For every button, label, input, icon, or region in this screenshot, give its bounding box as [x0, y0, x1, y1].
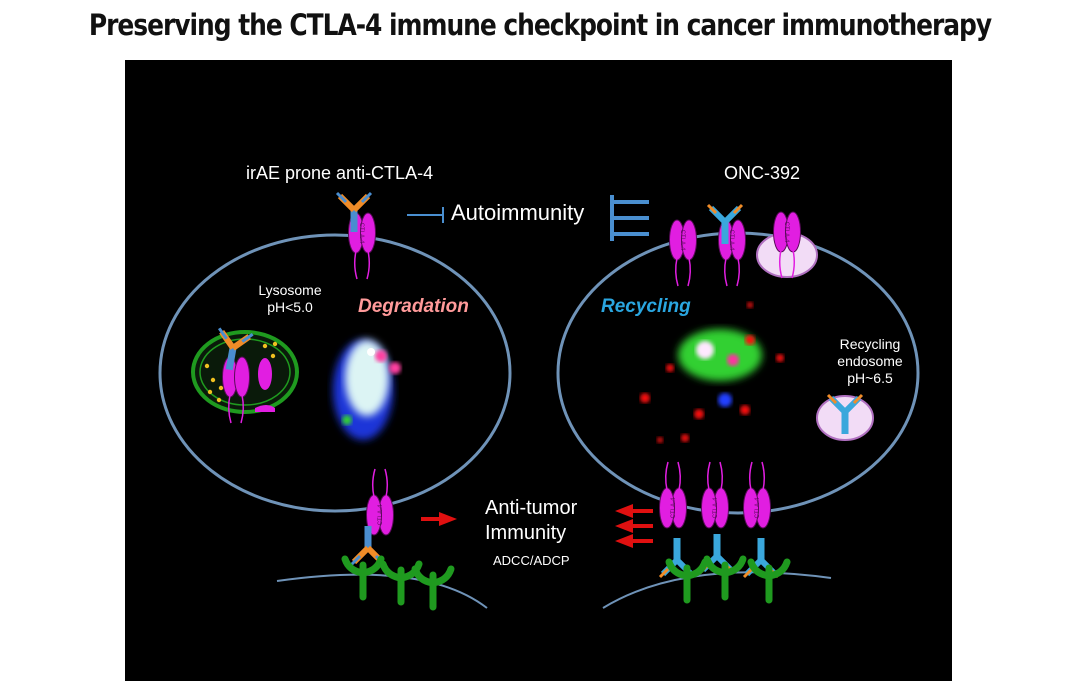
recycling-endosome-label: Recycling endosome pH~6.5: [825, 336, 915, 387]
adcc-adcp-label: ADCC/ADCP: [493, 553, 570, 568]
lysosome-content: [204, 328, 278, 424]
inhibit-symbol-left: [407, 207, 444, 223]
autoimmunity-label: Autoimmunity: [451, 200, 585, 225]
recycling-endosome: [816, 395, 874, 441]
ctla4-label: CTLA-4: [755, 497, 761, 518]
irae-antibody-label: irAE prone anti-CTLA-4: [246, 163, 434, 183]
ctla4-label: CTLA-4: [358, 223, 364, 244]
right-top-ctla4: CTLA-4: [668, 219, 698, 287]
ctla4-label: CTLA-4: [378, 504, 384, 525]
recycling-label: Recycling: [601, 296, 691, 317]
ctla4-label: CTLA-4: [679, 230, 685, 251]
right-bottom-ctla4: CTLA-4: [658, 461, 688, 529]
ctla4-label: CTLA-4: [713, 497, 719, 518]
page-title: Preserving the CTLA-4 immune checkpoint …: [88, 8, 992, 42]
right-fluorescence-blob: [640, 302, 784, 443]
diagram-svg: CTLA-4 CTLA-4 CTLA-4 CTLA-4 CTLA-4 CTLA-…: [158, 60, 920, 681]
endosome-label-line2: endosome: [837, 353, 903, 369]
antitumor-label: Anti-tumor Immunity: [485, 496, 577, 546]
fc-receptor-icon: [345, 559, 381, 597]
fc-receptor-icon: [707, 559, 743, 597]
ctla4-label: CTLA-4: [783, 222, 789, 243]
fc-receptor-icon: [751, 562, 787, 600]
right-bottom-ctla4: CTLA-4: [700, 461, 730, 529]
lysosome-label-line2: pH<5.0: [267, 299, 313, 315]
inhibit-symbol-right: [610, 195, 649, 241]
degradation-label: Degradation: [358, 296, 469, 317]
right-top-ctla4: CTLA-4: [772, 211, 802, 279]
left-target-cell-membrane: [276, 573, 488, 609]
arrow-triple-right-to-left: [615, 504, 653, 548]
right-target-cell-membrane: [602, 571, 832, 609]
left-fluorescence-blob: [333, 340, 401, 440]
left-bottom-ctla4: CTLA-4: [365, 468, 395, 536]
left-top-ctla4: CTLA-4: [347, 212, 377, 280]
left-cell-membrane: [158, 233, 512, 513]
diagram-panel: CTLA-4 CTLA-4 CTLA-4 CTLA-4 CTLA-4 CTLA-…: [125, 60, 952, 681]
ctla4-label: CTLA-4: [671, 497, 677, 518]
lysosome-label-line1: Lysosome: [258, 282, 322, 298]
endosome-label-line1: Recycling: [839, 336, 901, 352]
arrow-left-to-right: [421, 512, 457, 526]
antitumor-line1: Anti-tumor: [485, 497, 578, 519]
endosome-label-line3: pH~6.5: [847, 370, 893, 386]
right-bottom-ctla4: CTLA-4: [742, 461, 772, 529]
antitumor-line2: Immunity: [485, 522, 567, 544]
fc-receptor-icon: [415, 569, 451, 607]
right-top-ctla4: CTLA-4: [717, 219, 747, 287]
lysosome-label: Lysosome pH<5.0: [245, 282, 335, 316]
onc-392-label: ONC-392: [724, 163, 801, 183]
ctla4-label: CTLA-4: [728, 230, 734, 251]
